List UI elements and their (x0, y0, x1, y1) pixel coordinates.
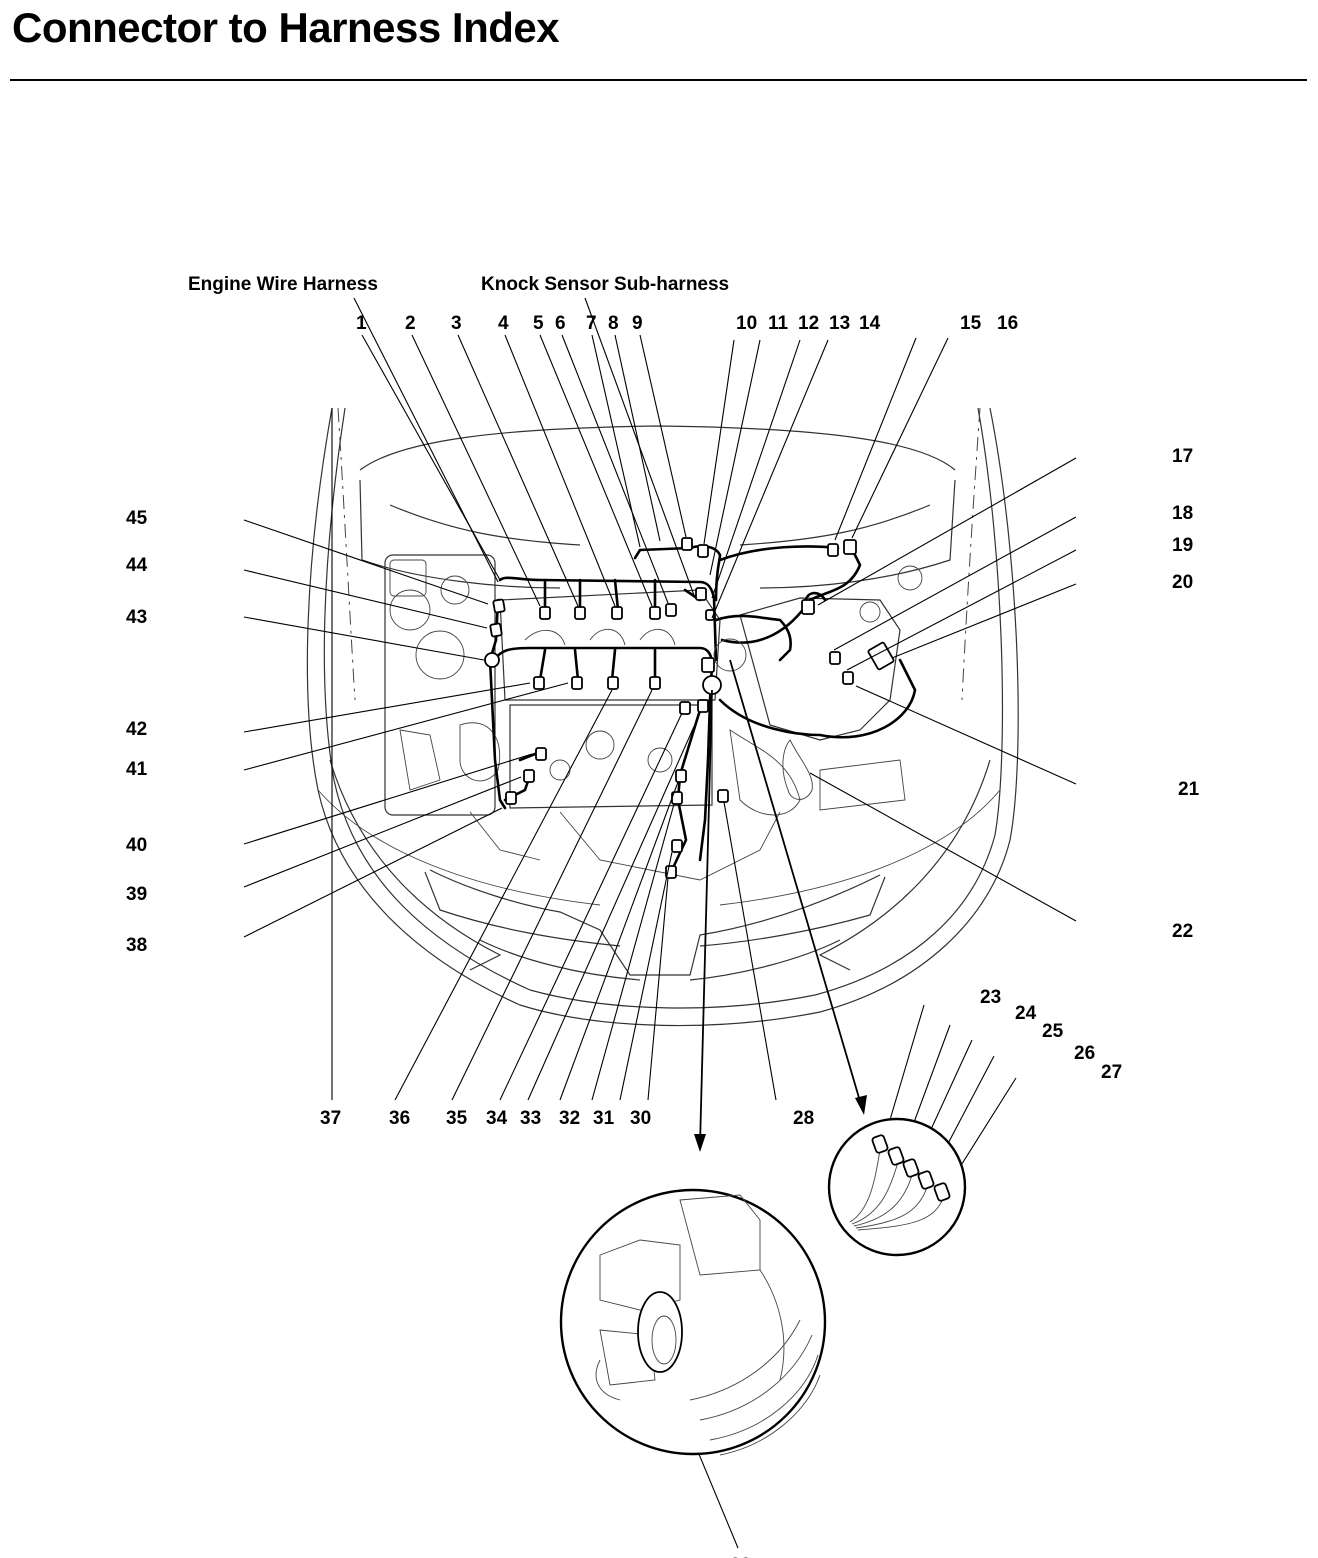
callout-1: 1 (356, 313, 367, 334)
callout-32: 32 (559, 1108, 580, 1129)
callout-43: 43 (126, 607, 147, 628)
callout-42: 42 (126, 719, 147, 740)
callout-25: 25 (1042, 1021, 1064, 1042)
callout-13: 13 (829, 313, 850, 334)
callout-15: 15 (960, 313, 982, 334)
page-title: Connector to Harness Index (12, 4, 560, 51)
callout-5: 5 (533, 313, 544, 334)
callout-27: 27 (1101, 1062, 1122, 1083)
callout-22: 22 (1172, 921, 1193, 942)
vehicle-body-outline (306, 407, 1019, 1027)
knock-sensor-sub-harness-label: Knock Sensor Sub-harness (481, 274, 729, 295)
callout-20: 20 (1172, 572, 1193, 593)
detail-view-connectors-23-27 (827, 1117, 967, 1257)
callout-24: 24 (1015, 1003, 1037, 1024)
callout-45: 45 (126, 508, 148, 529)
callout-19: 19 (1172, 535, 1193, 556)
callout-14: 14 (859, 313, 881, 334)
callout-44: 44 (126, 555, 148, 576)
callout-40: 40 (126, 835, 147, 856)
callout-34: 34 (486, 1108, 508, 1129)
engine-block (384, 554, 923, 881)
callout-numbers: 1 2 3 4 5 6 7 8 9 10 11 12 13 14 15 16 1… (126, 313, 1200, 1558)
callout-7: 7 (586, 313, 597, 334)
callout-17: 17 (1172, 446, 1193, 467)
callout-39: 39 (126, 884, 147, 905)
detail-view-connector-29 (559, 1188, 827, 1456)
callout-18: 18 (1172, 503, 1193, 524)
callout-9: 9 (632, 313, 643, 334)
callout-3: 3 (451, 313, 462, 334)
connector-symbols (484, 537, 895, 879)
callout-12: 12 (798, 313, 819, 334)
callout-leader-lines (243, 297, 1077, 1549)
title-divider (10, 79, 1307, 81)
callout-10: 10 (736, 313, 757, 334)
callout-31: 31 (593, 1108, 615, 1129)
callout-4: 4 (498, 313, 509, 334)
callout-36: 36 (389, 1108, 410, 1129)
callout-2: 2 (405, 313, 416, 334)
callout-8: 8 (608, 313, 619, 334)
callout-26: 26 (1074, 1043, 1095, 1064)
callout-16: 16 (997, 313, 1018, 334)
callout-6: 6 (555, 313, 566, 334)
callout-30: 30 (630, 1108, 651, 1129)
callout-33: 33 (520, 1108, 541, 1129)
callout-41: 41 (126, 759, 148, 780)
callout-38: 38 (126, 935, 147, 956)
engine-wire-harness-label: Engine Wire Harness (188, 274, 378, 295)
callout-29: 29 (730, 1555, 751, 1558)
callout-21: 21 (1178, 779, 1200, 800)
callout-35: 35 (446, 1108, 468, 1129)
callout-37: 37 (320, 1108, 341, 1129)
callout-11: 11 (768, 313, 789, 334)
callout-23: 23 (980, 987, 1001, 1008)
callout-28: 28 (793, 1108, 814, 1129)
